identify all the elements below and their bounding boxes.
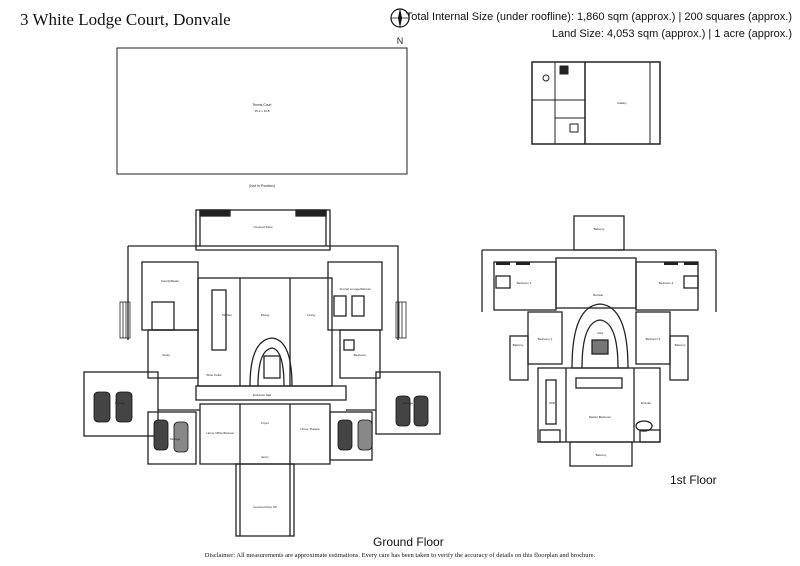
first-floor-windows	[496, 262, 698, 265]
room-entry: Entry	[261, 455, 269, 459]
room-ensuite: Ensuite	[641, 401, 651, 405]
gallery-label: Gallery	[617, 101, 627, 105]
room-balcony-top: Balcony	[594, 227, 605, 231]
first-floor-plan	[481, 215, 717, 467]
room-wine-cellar: Wine Cellar	[206, 373, 222, 377]
room-balcony-bottom: Balcony	[596, 453, 607, 457]
room-void: Void	[597, 331, 603, 335]
outbuilding	[531, 61, 661, 145]
room-home-office: Home Office/Retreat	[206, 431, 233, 435]
room-formal-lounge: Formal Lounge/Retreat	[340, 287, 371, 291]
room-bedroom-2: Bedroom 2	[538, 337, 553, 341]
room-drop-off: Covered Drop Off	[253, 505, 277, 509]
tennis-label: Tennis Court	[252, 103, 271, 107]
room-master: Master Bedroom	[589, 415, 612, 419]
ground-floor-label: Ground Floor	[373, 535, 444, 549]
room-kitchen: Kitchen	[222, 313, 232, 317]
tennis-note: (Not In Position)	[249, 184, 275, 188]
room-bedroom: Bedroom	[354, 353, 367, 357]
disclaimer: Disclaimer: All measurements are approxi…	[204, 552, 596, 559]
room-bedroom-4: Bedroom 4	[659, 281, 674, 285]
room-covered-patio: Covered Patio	[253, 225, 272, 229]
room-family-meals: Family/Meals	[161, 279, 179, 283]
property-title: 3 White Lodge Court, Donvale	[20, 10, 231, 29]
room-balcony-left: Balcony	[513, 343, 524, 347]
room-living: Living	[307, 313, 315, 317]
internal-size-text: Total Internal Size (under roofline): 1,…	[405, 11, 792, 23]
land-size-text: Land Size: 4,053 sqm (approx.) | 1 acre …	[551, 28, 792, 40]
room-dining: Dining	[261, 313, 270, 317]
tennis-dimensions: 35.2 x 16.8	[255, 109, 270, 113]
room-home-theatre: Home Theatre	[300, 427, 319, 431]
room-bedroom-3: Bedroom 3	[517, 281, 532, 285]
room-garage-right: Garage	[403, 401, 413, 405]
room-balcony-right: Balcony	[675, 343, 686, 347]
first-floor-label: 1st Floor	[670, 473, 717, 487]
room-foyer: Foyer	[261, 421, 269, 425]
room-bedroom-5: Bedroom 5	[646, 337, 661, 341]
cars	[93, 391, 429, 453]
room-wir: WIR	[549, 401, 556, 405]
tennis-court	[116, 47, 408, 175]
compass-icon: N	[390, 8, 410, 46]
room-study: Study	[162, 353, 170, 357]
room-garage-left: Garage	[115, 401, 125, 405]
compass-letter: N	[397, 36, 404, 46]
ground-floor-plan	[83, 209, 441, 537]
room-entrance-hall: Entrance Hall	[253, 393, 271, 397]
side-railings	[119, 301, 407, 339]
room-storage: Storage	[170, 437, 181, 441]
room-retreat: Retreat	[593, 293, 603, 297]
size-summary: Total Internal Size (under roofline): 1,…	[406, 9, 792, 43]
